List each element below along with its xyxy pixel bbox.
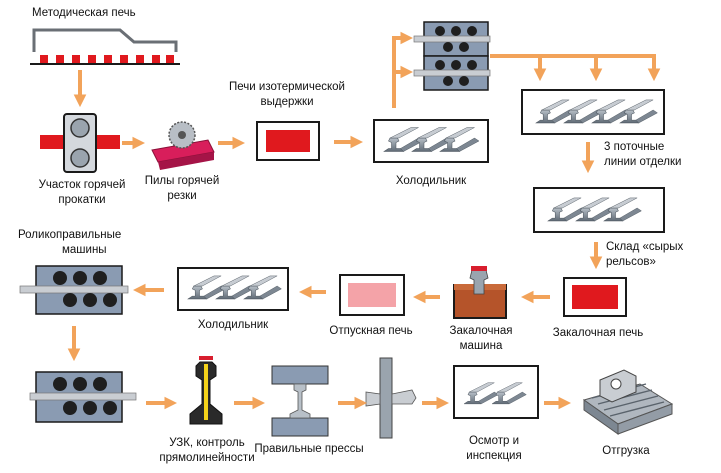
label-hot-rolling: Участок горячей прокатки [16,178,148,208]
flow-arrows [67,31,603,410]
cooler-top [373,119,489,163]
inspection-box [453,365,539,419]
label-presses: Правильные прессы [254,443,364,455]
label-straighteners-line1: Роликоправильные [18,229,122,241]
label-ultrasonic-line1: УЗК, контроль [169,437,245,449]
hot-saws [151,121,215,170]
label-finishing-lines: 3 поточные линии отделки [604,140,681,170]
roller-straighteners [19,265,129,315]
label-hot-rolling-line1: Участок горячей [38,179,126,191]
shipping-wagon [582,369,674,435]
label-finishing-line1: 3 поточные [604,141,665,153]
finishing-branch-arrows [533,56,661,82]
label-straighteners-line2: машины [62,244,107,256]
quench-furnace [563,277,627,317]
finishing-lines-box [521,89,665,135]
rail-upright [365,357,417,439]
label-inspection: Осмотр и инспекция [442,434,546,464]
label-cooler-middle: Холодильник [197,319,269,331]
label-shipping: Отгрузка [602,445,650,457]
label-quench-machine: Закалочная машина [426,324,536,354]
raw-rail-store [533,187,665,233]
label-hot-rolling-line2: прокатки [58,194,106,206]
straightening-presses [271,365,329,437]
label-ultrasonic: УЗК, контроль прямолинейности [144,436,270,466]
label-methodical-furnace: Методическая печь [32,7,136,19]
label-inspection-line1: Осмотр и [468,435,520,447]
label-raw-store-line2: рельсов» [606,256,656,268]
label-cooler-top: Холодильник [395,175,467,187]
label-hot-saws: Пилы горячей резки [134,174,230,204]
ultrasonic-rail-section [189,356,223,425]
top-straightening-machines [413,21,491,91]
roller-straighteners-2 [29,371,137,423]
label-hot-saws-line2: резки [167,190,197,202]
methodical-furnace [30,28,180,65]
label-raw-store: Склад «сырых рельсов» [606,240,683,270]
tempering-furnace [339,274,405,316]
label-finishing-line2: линии отделки [604,156,682,168]
label-isothermal: Печи изотермической выдержки [212,80,362,110]
label-quench-machine-line2: машина [459,340,503,352]
label-raw-store-line1: Склад «сырых [606,241,684,253]
label-hot-saws-line1: Пилы горячей [144,175,220,187]
label-isothermal-line2: выдержки [260,96,314,108]
label-straighteners: Роликоправильные машины [18,228,121,258]
label-quench-furnace: Закалочная печь [552,327,644,339]
cooler-middle [177,267,289,311]
label-tempering: Отпускная печь [329,325,413,337]
quench-machine [453,266,507,319]
hot-rolling-stand [40,113,120,173]
isothermal-furnace [256,121,320,161]
label-inspection-line2: инспекция [466,450,522,462]
label-quench-machine-line1: Закалочная [449,325,513,337]
label-ultrasonic-line2: прямолинейности [159,452,255,464]
label-isothermal-line1: Печи изотермической [229,81,345,93]
